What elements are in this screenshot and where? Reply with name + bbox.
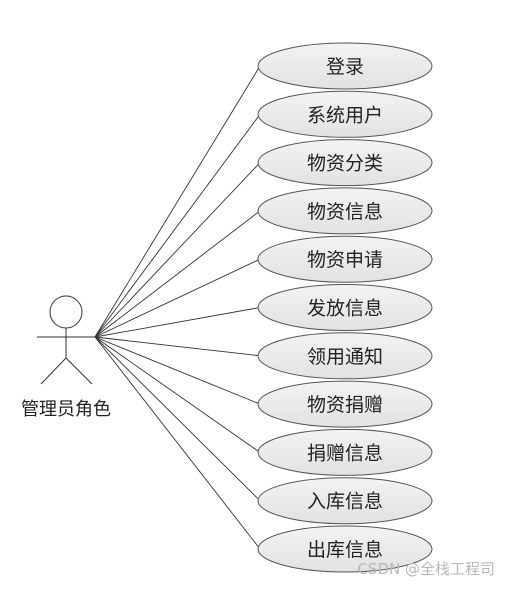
use-case-label: 入库信息	[307, 491, 383, 513]
use-case: 物资分类	[257, 139, 433, 187]
use-case-ellipse	[257, 428, 433, 476]
use-case: 领用通知	[257, 332, 433, 380]
use-case-label: 领用通知	[307, 346, 383, 368]
use-case: 入库信息	[257, 477, 433, 525]
use-case-label: 出库信息	[307, 539, 383, 561]
use-case-label: 登录	[326, 56, 364, 78]
use-case-ellipse	[257, 477, 433, 525]
use-case-label: 发放信息	[307, 298, 383, 320]
use-case-ellipse	[257, 235, 433, 283]
use-case-label: 系统用户	[307, 104, 383, 126]
actor-leg-left	[40, 357, 67, 385]
use-case-label: 物资捐赠	[307, 394, 383, 416]
use-case-ellipse	[257, 525, 433, 573]
use-case: 系统用户	[257, 90, 433, 138]
association-line	[94, 307, 261, 338]
association-line	[94, 336, 261, 550]
use-case-ellipse	[257, 90, 433, 138]
use-case-label: 捐赠信息	[307, 442, 383, 464]
use-case-ellipse	[257, 332, 433, 380]
actor-label: 管理员角色	[21, 399, 111, 420]
association-line	[94, 336, 261, 502]
use-case-ellipse	[257, 284, 433, 331]
use-case: 物资申请	[257, 235, 433, 283]
use-case-label: 物资分类	[307, 153, 383, 175]
association-line	[94, 210, 261, 338]
association-line	[94, 65, 261, 338]
use-case-ellipse	[257, 380, 433, 428]
actor-leg-right	[65, 357, 93, 385]
use-case: 物资捐赠	[257, 380, 433, 428]
actor: 管理员角色	[21, 295, 111, 420]
association-line	[94, 336, 261, 357]
use-case-ellipse	[257, 187, 433, 235]
use-case-label: 物资信息	[307, 201, 383, 223]
use-case: 发放信息	[257, 284, 433, 331]
use-case-ellipse	[257, 139, 433, 187]
use-case: 出库信息	[257, 525, 433, 573]
use-case-ellipse	[257, 42, 433, 90]
association-line	[94, 336, 261, 453]
association-line	[94, 258, 261, 338]
association-line	[94, 162, 261, 338]
use-case-group: 登录系统用户物资分类物资信息物资申请发放信息领用通知物资捐赠捐赠信息入库信息出库…	[257, 42, 433, 573]
association-lines	[94, 65, 261, 550]
use-case: 登录	[257, 42, 433, 90]
use-case-label: 物资申请	[307, 249, 383, 271]
actor-head	[49, 295, 83, 329]
use-case: 物资信息	[257, 187, 433, 235]
association-line	[94, 114, 261, 338]
use-case: 捐赠信息	[257, 428, 433, 476]
watermark: CSDN @全栈工程司	[357, 560, 495, 578]
association-line	[94, 336, 261, 405]
